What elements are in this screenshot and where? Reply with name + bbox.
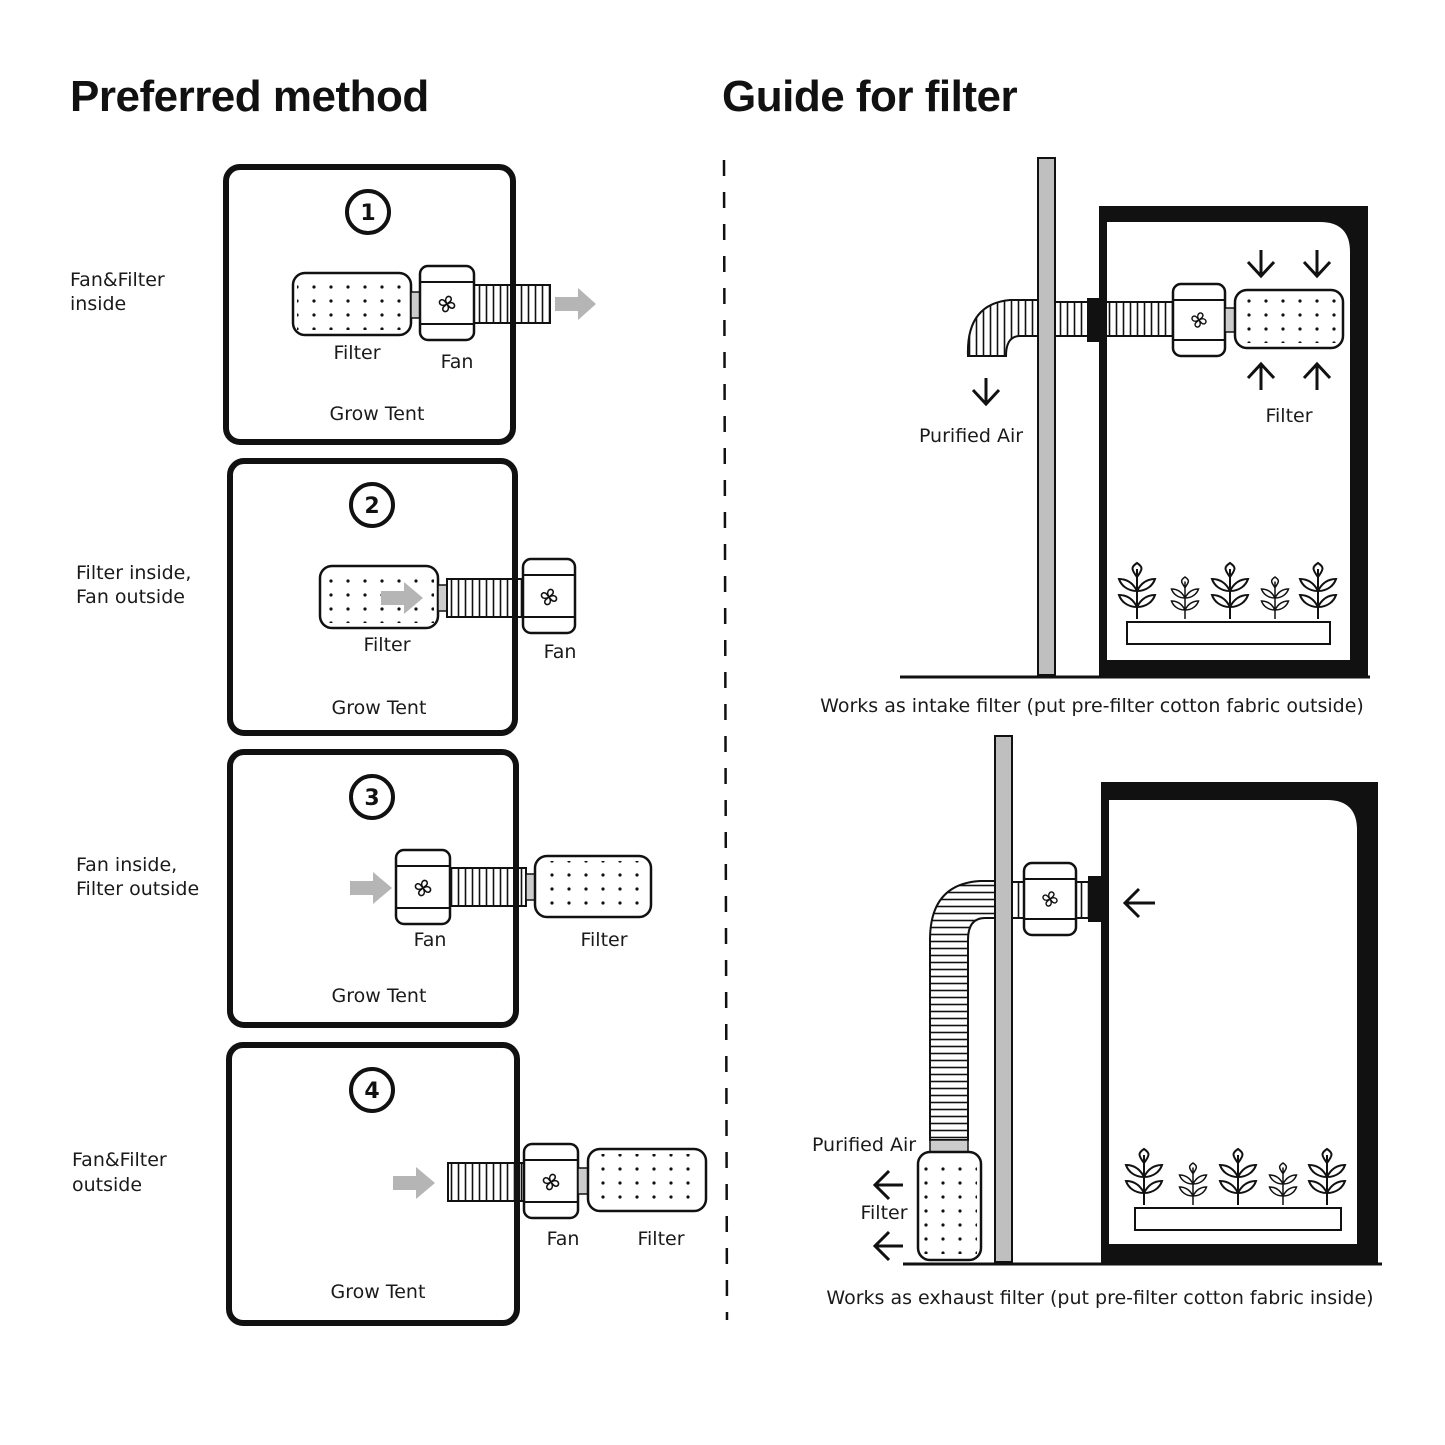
right-heading: Guide for filter (722, 72, 1018, 121)
wall-port (1087, 298, 1103, 342)
method-number: 4 (364, 1079, 379, 1104)
method-number: 3 (364, 786, 379, 811)
duct-icon (1054, 301, 1092, 337)
method-number: 1 (360, 201, 375, 226)
duct-icon (446, 578, 524, 618)
side-label-2-line-1: Filter inside, (76, 562, 191, 584)
side-label-3: Fan inside, Filter outside (76, 854, 199, 900)
filter-connector (525, 873, 536, 901)
circled-number-icon (349, 1067, 395, 1113)
side-label-4-line-2: outside (72, 1174, 142, 1196)
side-label-1: Fan&Filter inside (70, 269, 165, 315)
filter-label: Filter (860, 1202, 907, 1224)
arrow-icon (872, 887, 1155, 1262)
side-label-3-line-1: Fan inside, (76, 854, 177, 876)
duct-icon (966, 299, 1039, 357)
planter-box (1134, 1207, 1342, 1231)
filter-dots (592, 1154, 702, 1206)
fan-label: Fan (414, 929, 447, 951)
wall-icon (1037, 157, 1056, 676)
method-1-panel: 1 Filter Fan Grow Tent (223, 164, 596, 445)
method-4-panel: 4 Fan Filter Grow Tent (226, 1042, 708, 1326)
circled-number-icon (349, 482, 395, 528)
left-heading: Preferred method (70, 72, 429, 121)
duct-icon (473, 284, 551, 324)
fan-label: Fan (441, 351, 474, 373)
wall-port (1088, 876, 1102, 922)
exhaust-caption: Works as exhaust filter (put pre-filter … (826, 1287, 1373, 1309)
filter-label: Filter (1265, 405, 1312, 427)
side-label-4-line-1: Fan&Filter (72, 1149, 167, 1171)
duct-icon (449, 867, 527, 907)
intake-caption: Works as intake filter (put pre-filter c… (820, 695, 1364, 717)
grow-tent-label: Grow Tent (332, 985, 427, 1007)
grow-tent-label: Grow Tent (330, 403, 425, 425)
fan-label: Fan (547, 1228, 580, 1250)
dashed-divider (722, 159, 729, 1321)
purified-air-label: Purified Air (812, 1134, 916, 1156)
method-number: 2 (364, 494, 379, 519)
filter-label: Filter (580, 929, 627, 951)
method-3-panel: 3 Fan Filter Grow Tent (227, 749, 653, 1028)
side-label-1-line-2: inside (70, 293, 126, 315)
filter-label: Filter (333, 342, 380, 364)
grow-tent-label: Grow Tent (331, 1281, 426, 1303)
side-label-3-line-2: Filter outside (76, 878, 199, 900)
airflow-arrow-icon (381, 582, 423, 614)
side-label-1-line-1: Fan&Filter (70, 269, 165, 291)
wall-icon (994, 735, 1013, 1263)
airflow-arrow-icon (555, 288, 596, 320)
filter-connector (410, 291, 421, 319)
arrow-icon (971, 250, 1332, 407)
method-2-panel: 2 Filter Fan Grow Tent (227, 458, 577, 736)
exhaust-diagram: Purified Air Filter Works as exhaust fil… (812, 735, 1382, 1309)
duct-icon (447, 1162, 525, 1202)
filter-connector (577, 1167, 589, 1195)
side-label-4: Fan&Filter outside (72, 1149, 167, 1196)
filter-label: Filter (637, 1228, 684, 1250)
intake-diagram: Purified Air Filter Works as intake filt… (820, 157, 1370, 717)
airflow-arrow-icon (393, 1167, 435, 1199)
side-label-2-line-2: Fan outside (76, 586, 185, 608)
circled-number-icon (345, 189, 391, 235)
duct-icon (929, 880, 996, 1141)
duct-icon (1102, 301, 1174, 337)
filter-label: Filter (363, 634, 410, 656)
purified-air-label: Purified Air (919, 425, 1023, 447)
filter-dots (297, 278, 407, 330)
filter-connector (437, 584, 448, 612)
fan-label: Fan (544, 641, 577, 663)
circled-number-icon (349, 774, 395, 820)
planter-box (1126, 621, 1331, 645)
airflow-arrow-icon (350, 872, 392, 904)
grow-tent-label: Grow Tent (332, 697, 427, 719)
filter-dots (539, 861, 647, 912)
side-label-2: Filter inside, Fan outside (76, 562, 191, 608)
